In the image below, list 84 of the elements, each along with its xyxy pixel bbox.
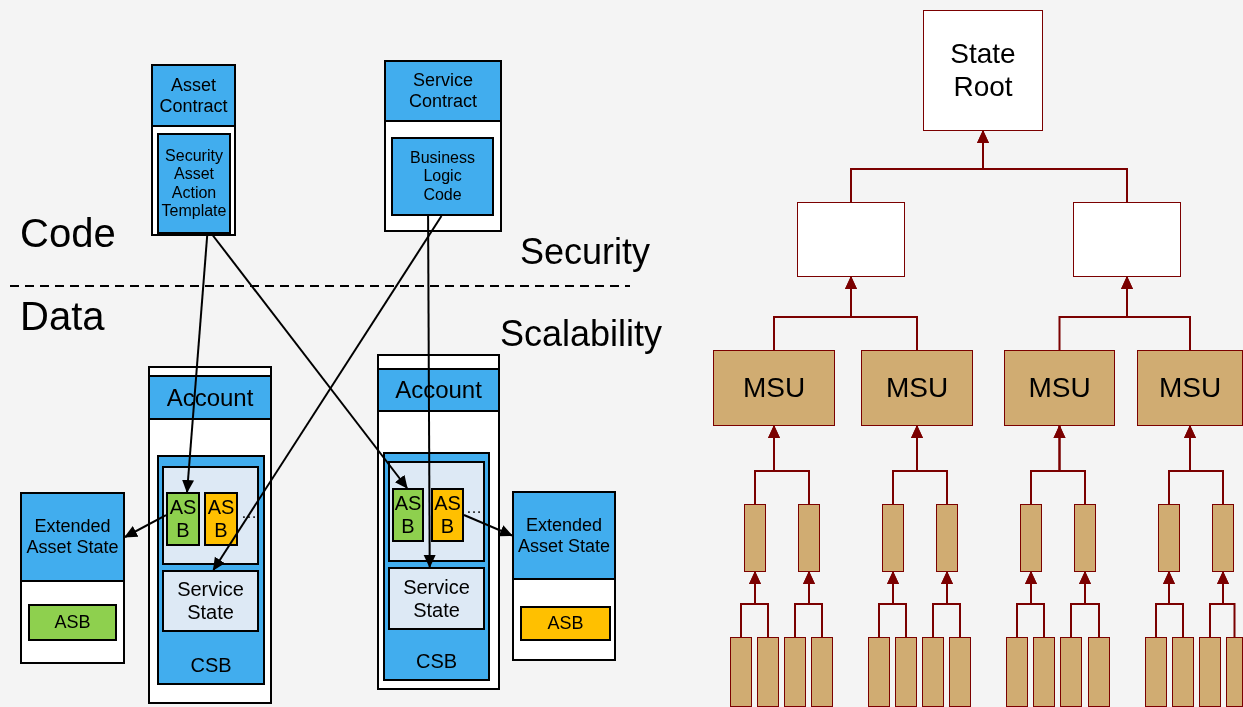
root-box: State Root [923, 10, 1043, 131]
ellipsis-label: … [241, 505, 257, 521]
side-label: Security [520, 234, 651, 270]
account-box [377, 354, 500, 690]
msu-box: MSU [861, 350, 973, 426]
contract-box [151, 64, 236, 236]
leaf-bar [757, 637, 779, 707]
asb-box: AS B [392, 488, 424, 542]
leaf-bar [936, 504, 958, 572]
state-header: Extended Asset State [20, 492, 125, 582]
leaf-bar [744, 504, 766, 572]
side-label: Scalability [500, 316, 663, 352]
asb-container [388, 461, 485, 562]
csb-box [383, 452, 490, 681]
arrow [463, 514, 513, 537]
box-header: Asset Contract [151, 64, 236, 127]
asb-box: AS B [166, 492, 200, 546]
account-box [148, 366, 272, 704]
msu-box: MSU [1137, 350, 1243, 426]
arrow [803, 571, 823, 638]
arrow [977, 130, 1128, 203]
arrow [212, 215, 443, 571]
msu-box: MSU [713, 350, 835, 426]
tree-node-box [1073, 202, 1181, 277]
state-container [512, 491, 616, 661]
leaf-bar [1088, 637, 1110, 707]
csb-box [157, 455, 265, 685]
arrow [1121, 276, 1191, 351]
asb-box: AS B [431, 488, 464, 542]
leaf-bar [1020, 504, 1042, 572]
leaf-bar [1212, 504, 1234, 572]
state-header: Extended Asset State [512, 491, 616, 580]
arrow [1053, 425, 1086, 505]
leaf-bar [1006, 637, 1028, 707]
leaf-bar [784, 637, 806, 707]
leaf-bar [1158, 504, 1180, 572]
arrow [124, 514, 167, 538]
arrow [887, 571, 907, 638]
leaf-bar [1060, 637, 1082, 707]
tree-node-box [797, 202, 905, 277]
leaf-bar [811, 637, 833, 707]
leaf-bar [882, 504, 904, 572]
box-label: CSB [414, 650, 459, 673]
leaf-bar [922, 637, 944, 707]
arrow [210, 233, 409, 489]
ellipsis-label: … [466, 500, 482, 516]
service-state-box: Service State [388, 567, 485, 630]
side-label: Data [20, 296, 105, 336]
msu-box: MSU [1004, 350, 1115, 426]
leaf-bar [949, 637, 971, 707]
leaf-bar [798, 504, 820, 572]
leaf-bar [1199, 637, 1221, 707]
arrow [845, 276, 918, 351]
leaf-bar [1226, 637, 1243, 707]
arrow [1217, 571, 1236, 638]
code-box: Business Logic Code [391, 137, 494, 216]
leaf-bar [1033, 637, 1055, 707]
state-container [20, 492, 125, 664]
asb-box: ASB [520, 606, 611, 641]
arrow [1184, 425, 1224, 505]
leaf-bar [1074, 504, 1096, 572]
contract-box [384, 60, 502, 232]
arrow [749, 571, 769, 638]
arrow [182, 233, 209, 493]
template-box: Security Asset Action Template [157, 133, 231, 234]
side-label: Code [20, 213, 116, 253]
arrow [423, 215, 436, 568]
asb-box: ASB [28, 604, 117, 641]
leaf-bar [868, 637, 890, 707]
asb-container [162, 466, 259, 565]
arrow [941, 571, 961, 638]
arrow [911, 425, 948, 505]
leaf-bar [1172, 637, 1194, 707]
arrow [1025, 571, 1045, 638]
leaf-bar [895, 637, 917, 707]
arrow [1163, 571, 1184, 638]
box-header: Service Contract [384, 60, 502, 122]
arrow [1079, 571, 1100, 638]
leaf-bar [1145, 637, 1167, 707]
asb-box: AS B [204, 492, 238, 546]
arrow [768, 425, 810, 505]
service-state-box: Service State [162, 570, 259, 632]
box-label: CSB [189, 654, 233, 677]
leaf-bar [730, 637, 752, 707]
